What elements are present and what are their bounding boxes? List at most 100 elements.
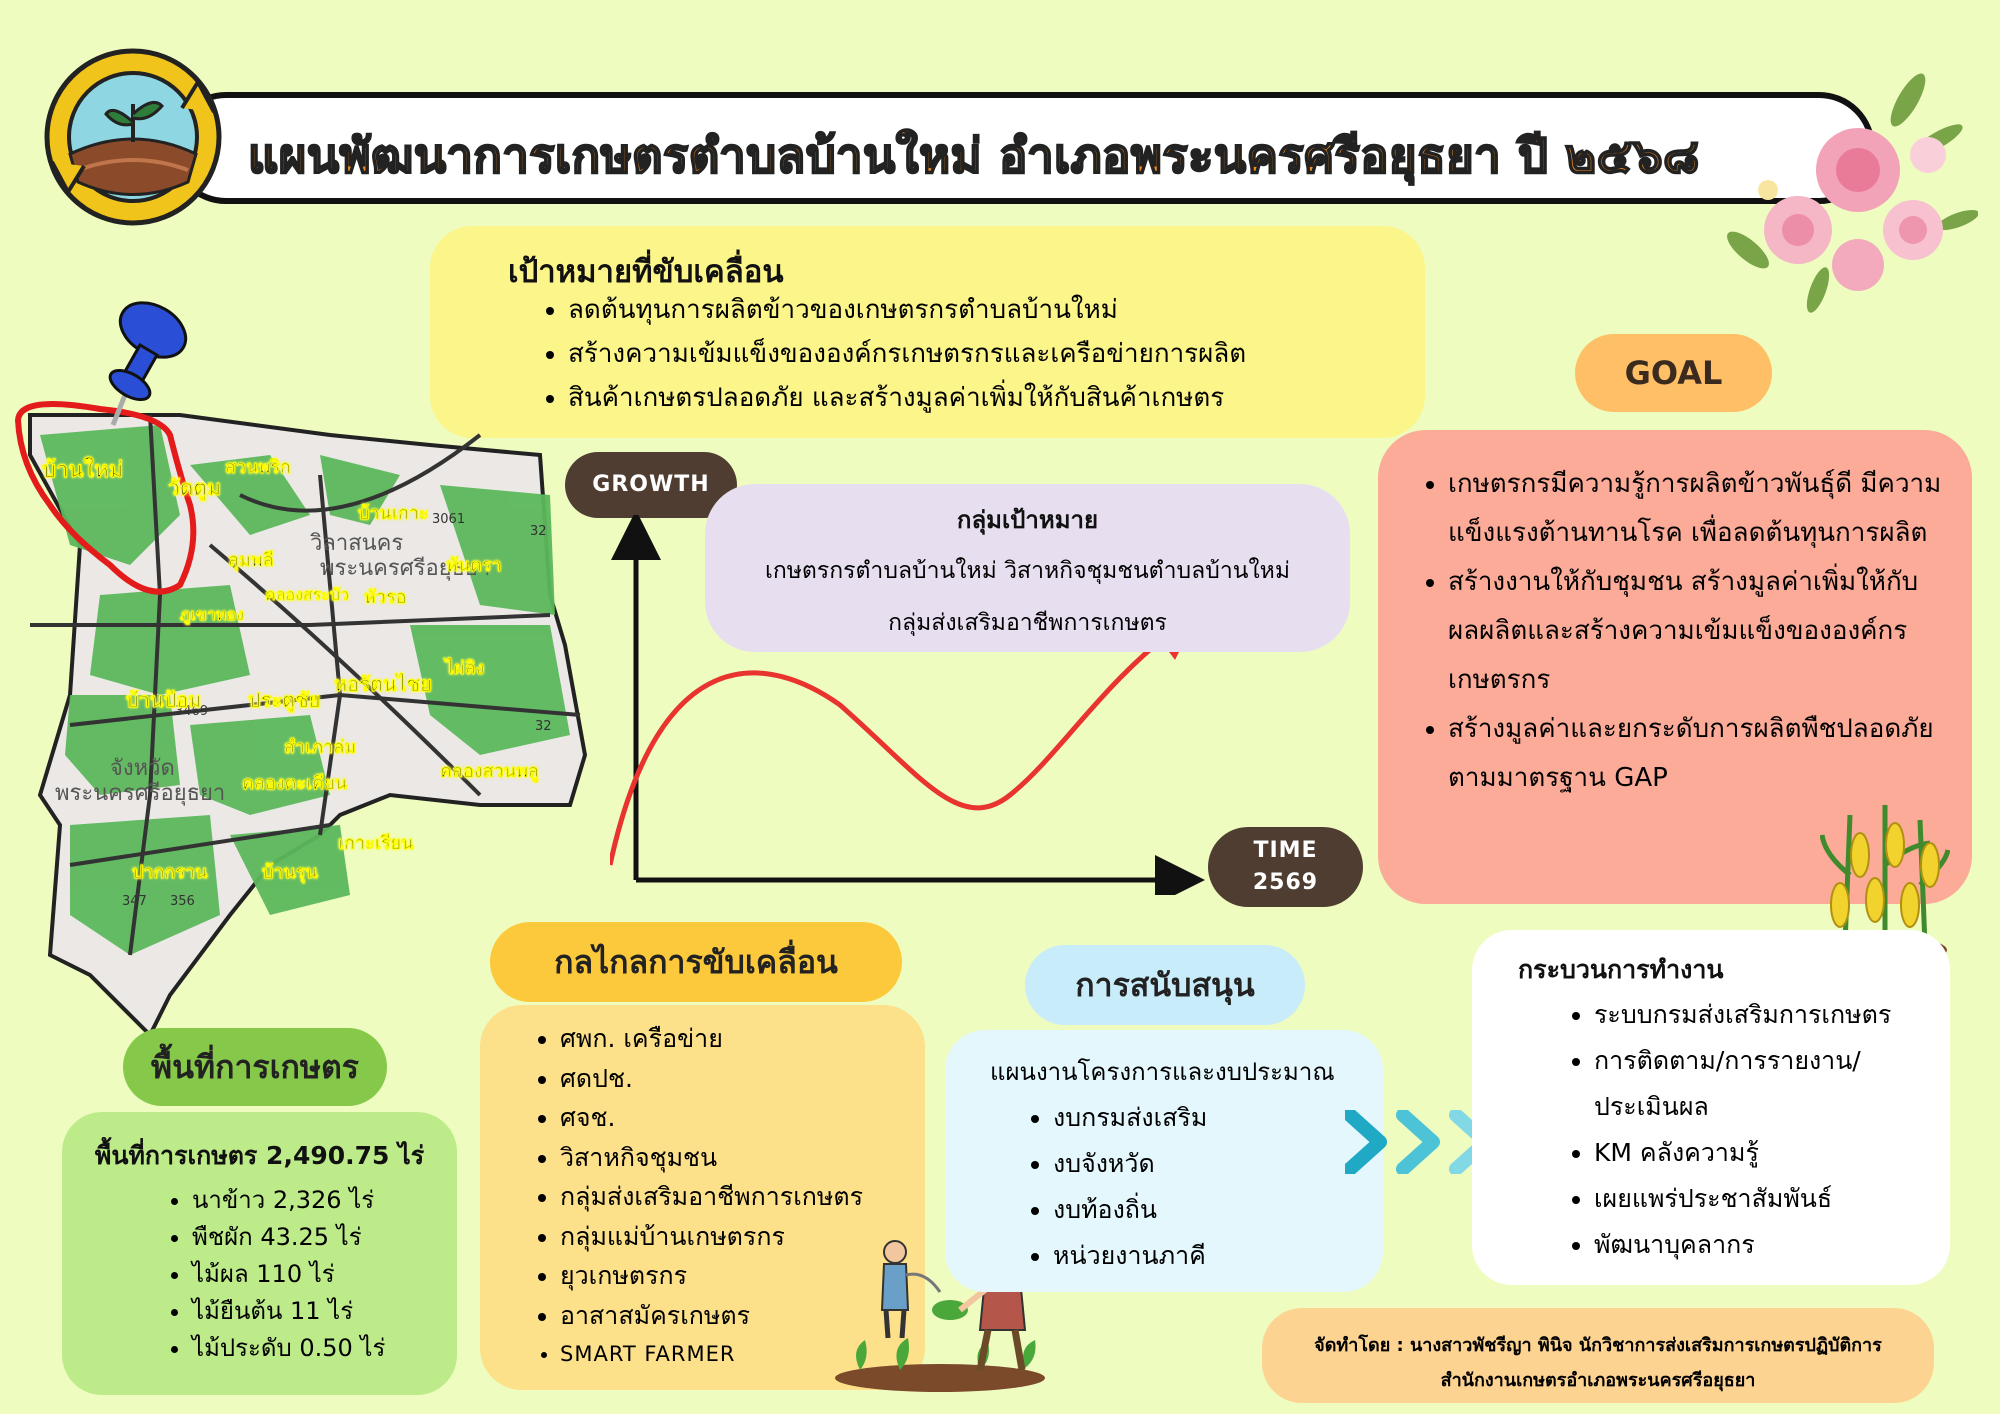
credit-box: จัดทำโดย : นางสาวพัชรีญา พินิจ นักวิชากา… xyxy=(1262,1308,1934,1403)
list-item: เผยแพร่ประชาสัมพันธ์ xyxy=(1594,1176,1934,1222)
process-heading: กระบวนการทำงาน xyxy=(1518,955,1724,984)
map-bg-text: จังหวัด xyxy=(110,756,175,781)
road-number: 3061 xyxy=(432,512,465,527)
list-item: งบจังหวัด xyxy=(1053,1141,1207,1187)
goal-list: เกษตรกรมีความรู้การผลิตข้าวพันธุ์ดี มีคว… xyxy=(1418,460,1968,803)
area-label-pill: พื้นที่การเกษตร xyxy=(123,1028,387,1106)
map-label: หอรัตนไชย xyxy=(334,672,432,696)
support-box: แผนงานโครงการและงบประมาณ งบกรมส่งเสริม ง… xyxy=(945,1030,1383,1292)
list-item: วิสาหกิจชุมชน xyxy=(560,1138,863,1178)
support-label-pill: การสนับสนุน xyxy=(1025,945,1305,1025)
list-item: ยุวเกษตรกร xyxy=(560,1256,863,1296)
list-item: ศจช. xyxy=(560,1098,863,1138)
time-label: TIME 2569 xyxy=(1208,827,1363,907)
time-label-text: TIME xyxy=(1253,838,1318,863)
map-label: ปากกราน xyxy=(132,862,208,883)
list-item: ศดปช. xyxy=(560,1059,863,1099)
list-item: อาสาสมัครเกษตร xyxy=(560,1296,863,1336)
map-label: คลองสระบัว xyxy=(265,585,350,604)
map-label: หันตรา xyxy=(446,555,502,576)
list-item: ไม้ประดับ 0.50 ไร่ xyxy=(192,1330,385,1367)
mechanism-list: ศพก. เครือข่าย ศดปช. ศจช. วิสาหกิจชุมชน … xyxy=(530,1019,863,1375)
mechanism-label-pill: กลไกลการขับเคลื่อน xyxy=(490,922,902,1002)
growth-chart xyxy=(610,515,1205,895)
list-item: ระบบกรมส่งเสริมการเกษตร xyxy=(1594,992,1934,1038)
map-label: ลุมพลี xyxy=(228,550,274,571)
goal-label-pill: GOAL xyxy=(1575,334,1772,412)
map-label: สำเภาล่ม xyxy=(284,737,357,758)
driving-goals-heading: เป้าหมายที่ขับเคลื่อน xyxy=(508,254,784,290)
map-label: ประตูชัย xyxy=(248,688,321,712)
map-label: สวนพริก xyxy=(225,457,291,478)
process-box: กระบวนการทำงาน ระบบกรมส่งเสริมการเกษตร ก… xyxy=(1472,930,1950,1285)
goal-box: เกษตรกรมีความรู้การผลิตข้าวพันธุ์ดี มีคว… xyxy=(1378,430,1972,904)
list-item: กลุ่มแม่บ้านเกษตรกร xyxy=(560,1217,863,1257)
subdistrict-map: วิลาสนคร พระนครศรีอยุธยา จังหวัด พระนครศ… xyxy=(14,401,588,1035)
credit-line: จัดทำโดย : นางสาวพัชรีญา พินิจ นักวิชากา… xyxy=(1314,1335,1882,1356)
support-list: งบกรมส่งเสริม งบจังหวัด งบท้องถิ่น หน่วย… xyxy=(1023,1095,1207,1279)
target-group-box: กลุ่มเป้าหมาย เกษตรกรตำบลบ้านใหม่ วิสาหก… xyxy=(705,484,1350,652)
road-number: 32 xyxy=(530,524,547,539)
farm-logo-icon xyxy=(44,48,222,226)
map-bg-text: พระนครศรีอยุธยา xyxy=(320,556,490,581)
map-bg-text: พระนครศรีอยุธยา xyxy=(55,781,225,806)
target-group-heading: กลุ่มเป้าหมาย xyxy=(956,506,1099,534)
list-item: พืชผัก 43.25 ไร่ xyxy=(192,1219,385,1256)
list-item: สร้างงานให้กับชุมชน สร้างมูลค่าเพิ่มให้ก… xyxy=(1448,558,1968,705)
list-item: การติดตาม/การรายงาน/ประเมินผล xyxy=(1594,1038,1934,1130)
page-title: แผนพัฒนาการเกษตรตำบลบ้านใหม่ อำเภอพระนคร… xyxy=(247,128,1700,185)
list-item: สร้างมูลค่าและยกระดับการผลิตพืชปลอดภัยตา… xyxy=(1448,705,1968,803)
list-item: เกษตรกรมีความรู้การผลิตข้าวพันธุ์ดี มีคว… xyxy=(1448,460,1968,558)
mechanism-label: กลไกลการขับเคลื่อน xyxy=(554,943,838,981)
list-item: พัฒนาบุคลากร xyxy=(1594,1222,1934,1268)
area-heading: พื้นที่การเกษตร 2,490.75 ไร่ xyxy=(94,1141,425,1170)
map-label: วัดตูม xyxy=(168,476,221,500)
driving-goals-list: ลดต้นทุนการผลิตข้าวของเกษตรกรตำบลบ้านใหม… xyxy=(538,288,1246,420)
map-label: คลองตะเคียน xyxy=(242,773,348,794)
credit-line: สำนักงานเกษตรอำเภอพระนครศรีอยุธยา xyxy=(1440,1370,1756,1391)
title-bar xyxy=(170,92,1875,204)
list-item: หน่วยงานภาคี xyxy=(1053,1233,1207,1279)
map-label: บ้านป้อม xyxy=(126,688,202,712)
list-item: ศพก. เครือข่าย xyxy=(560,1019,863,1059)
map-label: คลองสวนพลู xyxy=(440,761,539,782)
map-label: ภูเขาทอง xyxy=(180,605,244,624)
map-label: บ้านเกาะ xyxy=(358,503,429,524)
list-item: สร้างความเข้มแข็งขององค์กรเกษตรกรและเครื… xyxy=(568,332,1246,376)
area-list: นาข้าว 2,326 ไร่ พืชผัก 43.25 ไร่ ไม้ผล … xyxy=(162,1182,385,1367)
support-heading: แผนงานโครงการและงบประมาณ xyxy=(990,1058,1335,1086)
list-item: นาข้าว 2,326 ไร่ xyxy=(192,1182,385,1219)
list-item: สินค้าเกษตรปลอดภัย และสร้างมูลค่าเพิ่มให… xyxy=(568,376,1246,420)
map-label: หัวรอ xyxy=(364,587,407,608)
road-number: 356 xyxy=(170,894,195,909)
area-label: พื้นที่การเกษตร xyxy=(151,1048,359,1086)
list-item: ลดต้นทุนการผลิตข้าวของเกษตรกรตำบลบ้านใหม… xyxy=(568,288,1246,332)
growth-label: GROWTH xyxy=(565,452,737,518)
goal-label: GOAL xyxy=(1624,354,1723,392)
process-list: ระบบกรมส่งเสริมการเกษตร การติดตาม/การราย… xyxy=(1564,992,1934,1268)
map-label: บ้านรุน xyxy=(262,862,318,883)
area-box: พื้นที่การเกษตร 2,490.75 ไร่ นาข้าว 2,32… xyxy=(62,1112,457,1395)
list-item: SMART FARMER xyxy=(560,1335,863,1375)
list-item: ไม้ผล 110 ไร่ xyxy=(192,1256,385,1293)
growth-curve xyxy=(610,609,1200,866)
list-item: ไม้ยืนต้น 11 ไร่ xyxy=(192,1293,385,1330)
list-item: กลุ่มส่งเสริมอาชีพการเกษตร xyxy=(560,1177,863,1217)
list-item: KM คลังความรู้ xyxy=(1594,1130,1934,1176)
target-group-line: กลุ่มส่งเสริมอาชีพการเกษตร xyxy=(888,610,1167,636)
flower-decoration-icon xyxy=(1727,73,1978,313)
time-label-year: 2569 xyxy=(1252,870,1319,895)
driving-goals-box: เป้าหมายที่ขับเคลื่อน ลดต้นทุนการผลิตข้า… xyxy=(430,226,1425,438)
road-number: 3469 xyxy=(175,704,208,719)
road-number: 347 xyxy=(122,894,147,909)
mechanism-box: ศพก. เครือข่าย ศดปช. ศจช. วิสาหกิจชุมชน … xyxy=(480,1005,925,1390)
list-item: งบกรมส่งเสริม xyxy=(1053,1095,1207,1141)
list-item: งบท้องถิ่น xyxy=(1053,1187,1207,1233)
map-label: เกาะเรียน xyxy=(338,833,414,854)
support-label: การสนับสนุน xyxy=(1075,966,1255,1004)
map-bg-text: วิลาสนคร xyxy=(309,531,403,556)
map-pin-icon xyxy=(108,301,188,426)
road-number: 32 xyxy=(535,719,552,734)
map-label: ไผ่ลิง xyxy=(445,658,485,679)
map-label: บ้านใหม่ xyxy=(42,458,124,483)
